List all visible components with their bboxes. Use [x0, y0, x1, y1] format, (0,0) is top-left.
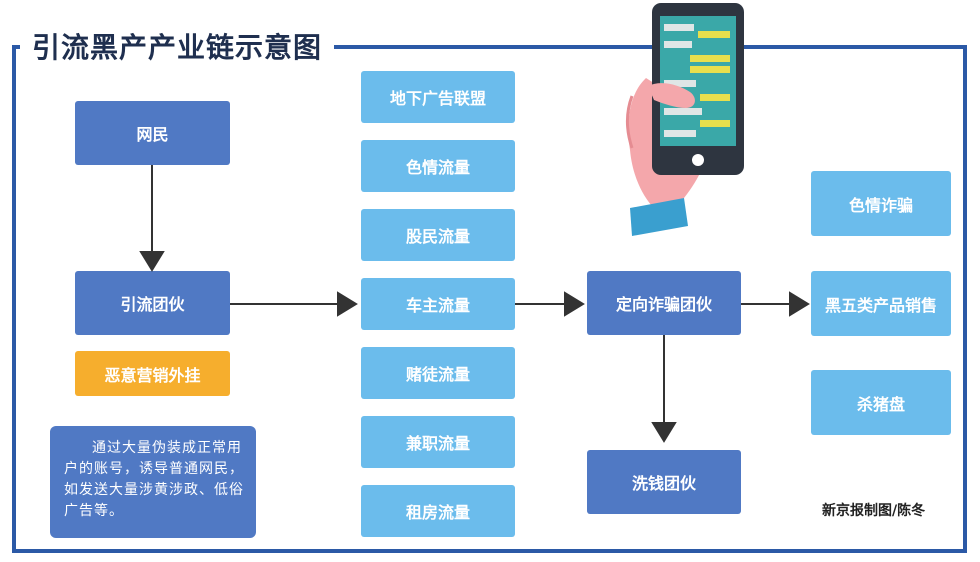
netizen-label: 网民: [136, 125, 169, 144]
money-laundering-gang-box: 洗钱团伙: [587, 450, 741, 514]
arrowhead-down-icon: [139, 251, 165, 272]
traffic-item-label: 租房流量: [405, 503, 470, 522]
output-label: 杀猪盘: [856, 394, 905, 414]
arrowhead-down-icon: [651, 422, 677, 443]
thumb-icon: [648, 83, 695, 108]
output-label: 黑五类产品销售: [824, 295, 937, 315]
traffic-item-car-owner: 车主流量: [361, 278, 515, 330]
traffic-item-gambler: 赌徒流量: [361, 347, 515, 399]
traffic-gang-label: 引流团伙: [120, 295, 185, 314]
diagram-frame: [12, 45, 967, 553]
traffic-item-label: 股民流量: [405, 227, 470, 246]
traffic-item-label: 赌徒流量: [405, 365, 470, 384]
diagram-title: 引流黑产产业链示意图: [32, 31, 323, 64]
netizen-box: 网民: [75, 101, 230, 165]
traffic-gang-box: 引流团伙: [75, 271, 230, 335]
arrowhead-right-icon: [564, 291, 585, 317]
money-laundering-gang-label: 洗钱团伙: [631, 474, 696, 493]
traffic-item-label: 兼职流量: [405, 434, 470, 453]
targeted-fraud-gang-label: 定向诈骗团伙: [615, 295, 712, 314]
traffic-item-rental: 租房流量: [361, 485, 515, 537]
traffic-item-porn: 色情流量: [361, 140, 515, 192]
note-box: 通过大量伪装成正常用户的账号，诱导普通网民，如发送大量涉黄涉政、低俗广告等。: [50, 426, 256, 538]
traffic-item-label: 地下广告联盟: [389, 89, 486, 108]
smartphone-icon: [652, 3, 744, 175]
output-label: 色情诈骗: [848, 195, 913, 215]
traffic-item-label: 车主流量: [405, 296, 470, 315]
arrowhead-right-icon: [789, 291, 810, 317]
arrowhead-right-icon: [337, 291, 358, 317]
output-black-five-products: 黑五类产品销售: [811, 271, 951, 336]
malicious-marketing-plugin-box: 恶意营销外挂: [75, 351, 230, 396]
output-pig-butchering: 杀猪盘: [811, 370, 951, 435]
credit-text: 新京报制图/陈冬: [822, 503, 926, 519]
malicious-marketing-plugin-label: 恶意营销外挂: [104, 365, 201, 385]
traffic-item-part-time: 兼职流量: [361, 416, 515, 468]
note-text: 通过大量伪装成正常用户的账号，诱导普通网民，如发送大量涉黄涉政、低俗广告等。: [64, 440, 244, 519]
traffic-item-label: 色情流量: [405, 158, 470, 177]
traffic-item-investor: 股民流量: [361, 209, 515, 261]
targeted-fraud-gang-box: 定向诈骗团伙: [587, 271, 741, 335]
output-porn-fraud: 色情诈骗: [811, 171, 951, 236]
traffic-item-ad-alliance: 地下广告联盟: [361, 71, 515, 123]
title-container: 引流黑产产业链示意图: [20, 26, 335, 66]
